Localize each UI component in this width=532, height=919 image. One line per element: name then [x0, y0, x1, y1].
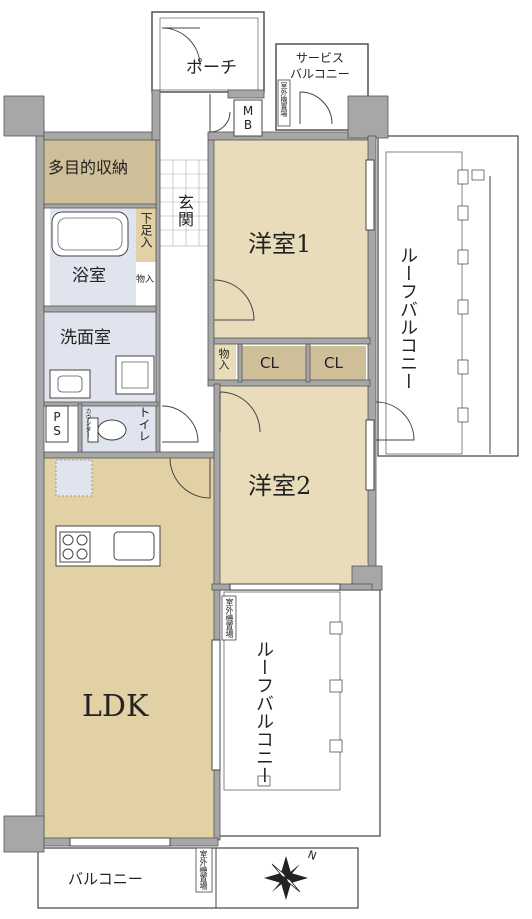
washroom-label: 洗面室 — [60, 328, 111, 348]
roof-balcony-bottom-text: ルーフバルコニー — [253, 640, 274, 784]
closet2-floor — [310, 346, 366, 382]
roof-balcony-bottom-area — [217, 589, 381, 837]
washing-machine-inner — [121, 361, 149, 389]
roof-balcony-bottom-label: ルーフバルコニー — [250, 640, 276, 784]
roof-balcony-top-area — [377, 135, 519, 457]
service-balcony-label: サービス バルコニー — [290, 50, 350, 82]
ac-place-bottom-label: 室外機置場 — [199, 850, 208, 890]
sink — [113, 531, 155, 561]
storage-small-label: 物入 — [136, 275, 155, 285]
ac-place-bottom-box — [195, 847, 213, 893]
western1-label: 洋室1 — [248, 230, 312, 258]
bathtub — [51, 211, 129, 257]
kitchen-counter — [55, 525, 161, 567]
mb-label: MB — [241, 104, 255, 132]
ldk-floor — [44, 456, 214, 840]
roof-balcony-top-text: ルーフバルコニー — [397, 246, 418, 390]
roof-balcony-bottom-planters — [257, 621, 343, 787]
door-swings — [161, 94, 415, 499]
porch-label: ポーチ — [186, 58, 237, 78]
western2-label: 洋室2 — [248, 472, 312, 500]
mb-box — [233, 99, 263, 137]
toilet-bowl — [97, 419, 127, 441]
ac-place-top-box — [277, 79, 291, 127]
multipurpose-storage-floor — [44, 140, 156, 204]
service-balcony-line2: バルコニー — [290, 67, 350, 81]
toilet-tank — [87, 417, 99, 443]
ac-place-mid-label: 室外機置場 — [225, 598, 234, 638]
western2-floor — [220, 384, 368, 584]
counter-label: カウンター — [84, 408, 91, 438]
roof-balcony-top-planters — [457, 169, 485, 423]
compass-icon — [264, 856, 308, 900]
ac-place-mid-box — [221, 595, 237, 641]
service-balcony-line1: サービス — [295, 51, 344, 65]
entrance-tiles — [159, 159, 213, 247]
closet1-floor — [242, 346, 306, 382]
bath-label: 浴室 — [72, 266, 106, 286]
shoe-storage-label: 下足入 — [139, 212, 153, 248]
ps-box — [45, 405, 69, 443]
western1-floor — [214, 140, 368, 340]
entrance-label: 玄関 — [175, 194, 194, 228]
washbasin-bowl — [57, 375, 83, 393]
porch-door-swing — [161, 27, 201, 67]
ps-label: PS — [50, 410, 64, 438]
multipurpose-storage-label: 多目的収納 — [48, 158, 129, 177]
windows — [69, 159, 375, 847]
washbasin — [49, 369, 91, 399]
closet1-label: CL — [260, 354, 279, 372]
ac-place-top-label: 室外機置場 — [280, 82, 288, 117]
bathtub-inner — [57, 217, 123, 251]
balcony-label: バルコニー — [68, 870, 143, 888]
walls — [3, 89, 389, 853]
service-balcony-door — [299, 91, 333, 125]
toilet-label: トイレ — [137, 406, 151, 442]
stove-burners — [59, 531, 91, 563]
porch-inner-hatch — [159, 17, 259, 91]
hall-storage-label: 物入 — [217, 348, 230, 370]
roof-balcony-top-label: ルーフバルコニー — [394, 246, 420, 390]
fridge-space — [55, 459, 93, 497]
shoe-storage-floor — [136, 206, 158, 262]
porch-area — [151, 11, 265, 93]
closet2-label: CL — [324, 354, 343, 372]
ldk-label: LDK — [82, 689, 149, 724]
